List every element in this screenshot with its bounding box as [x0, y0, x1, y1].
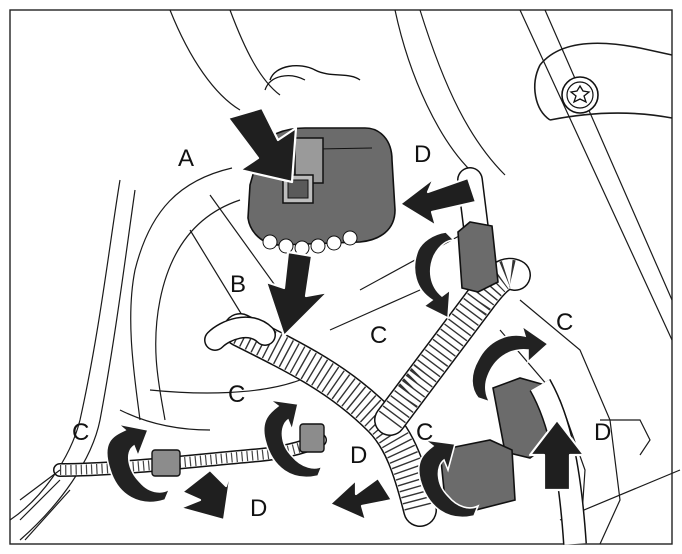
- torx-bolt-icon: [561, 76, 599, 114]
- rotate-arrow-icon: [105, 231, 550, 519]
- push-arrow-icon: [178, 106, 586, 522]
- connector-wire-ends: [262, 230, 358, 256]
- arrow-d-right: [528, 418, 586, 492]
- body-panel-lines: [9, 9, 681, 545]
- label-c-left: C: [72, 419, 89, 446]
- arrow-d-left: [178, 464, 234, 522]
- label-d-right: D: [594, 419, 611, 446]
- rotate-c-left: [105, 422, 171, 504]
- label-d-top: D: [414, 141, 431, 168]
- label-c-right: C: [556, 309, 573, 336]
- label-c-middle: C: [370, 322, 387, 349]
- rotate-c-right: [471, 324, 550, 404]
- arrow-d-top: [398, 176, 478, 228]
- rotate-c-lower: [417, 438, 480, 519]
- label-d-left: D: [250, 495, 267, 522]
- label-c-center: C: [228, 381, 245, 408]
- label-d-mid: D: [350, 442, 367, 469]
- arrow-d-mid: [328, 476, 394, 522]
- label-b: B: [230, 271, 246, 298]
- rotate-c-upper: [413, 231, 456, 320]
- mounting-bracket: [534, 42, 673, 121]
- rotate-c-center: [262, 399, 324, 479]
- left-sub-harness: [19, 423, 327, 541]
- label-a: A: [178, 145, 194, 172]
- label-c-lower: C: [416, 419, 433, 446]
- arrow-a: [226, 106, 298, 184]
- arrow-b: [264, 250, 330, 338]
